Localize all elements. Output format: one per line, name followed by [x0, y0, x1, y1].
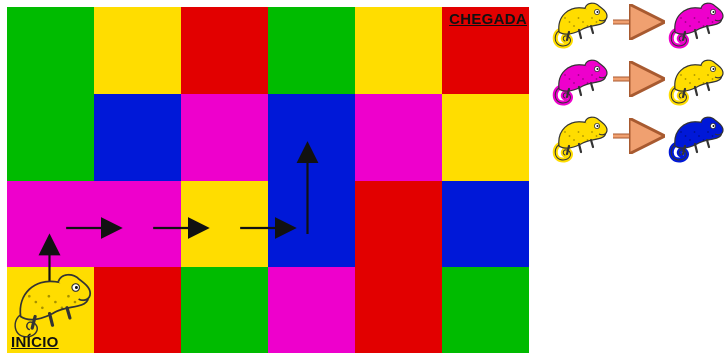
- board-cell-0-1[interactable]: [94, 7, 181, 94]
- finish-label: CHEGADA: [449, 11, 527, 28]
- board-cell-2-5[interactable]: [442, 181, 529, 267]
- rule-row-2: [555, 60, 723, 103]
- board-cell-2-4[interactable]: [355, 181, 442, 267]
- board-cell-1-5[interactable]: [442, 94, 529, 181]
- rule-2-from-chameleon-icon: [555, 60, 607, 103]
- board-cell-3-4[interactable]: [355, 267, 442, 353]
- board-cell-2-2[interactable]: [181, 181, 268, 267]
- board-cell-1-3[interactable]: [268, 94, 355, 181]
- board-cell-0-2[interactable]: [181, 7, 268, 94]
- board-cell-3-5[interactable]: [442, 267, 529, 353]
- board-cell-3-1[interactable]: [94, 267, 181, 353]
- board-cell-1-4[interactable]: [355, 94, 442, 181]
- board-cell-0-3[interactable]: [268, 7, 355, 94]
- rule-row-3: [555, 117, 723, 160]
- board-cell-3-3[interactable]: [268, 267, 355, 353]
- game-board: INÍCIO CHEGADA: [7, 7, 529, 353]
- rule-row-1: [555, 3, 723, 46]
- color-change-rules: [545, 0, 724, 190]
- board-cell-2-0[interactable]: [7, 181, 94, 267]
- rule-2-to-chameleon-icon: [671, 60, 723, 103]
- start-label: INÍCIO: [11, 334, 59, 351]
- board-cell-3-2[interactable]: [181, 267, 268, 353]
- rule-1-to-chameleon-icon: [671, 3, 723, 46]
- board-cell-1-1[interactable]: [94, 94, 181, 181]
- rule-3-from-chameleon-icon: [555, 117, 607, 160]
- rule-3-to-chameleon-icon: [671, 117, 723, 160]
- board-cell-1-2[interactable]: [181, 94, 268, 181]
- board-cell-2-1[interactable]: [94, 181, 181, 267]
- board-cell-0-4[interactable]: [355, 7, 442, 94]
- board-cell-1-0[interactable]: [7, 94, 94, 181]
- board-cell-2-3[interactable]: [268, 181, 355, 267]
- board-cell-0-0[interactable]: [7, 7, 94, 94]
- rule-1-from-chameleon-icon: [555, 3, 607, 46]
